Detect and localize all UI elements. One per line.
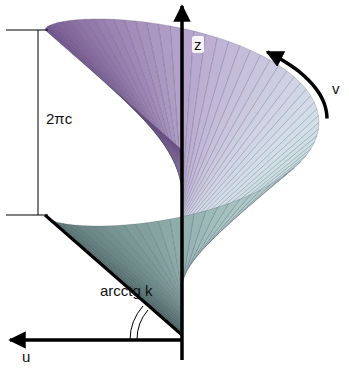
surface-strip (170, 217, 182, 292)
v-direction-arrow (267, 52, 327, 119)
axis-label: z (192, 36, 204, 53)
dimension-line (38, 30, 39, 215)
axis-label: v (330, 80, 342, 97)
surface-strip (45, 215, 182, 335)
surface-strip (182, 214, 194, 289)
angle-label: arcctg k (98, 282, 155, 299)
surface-strip (45, 28, 182, 152)
z-axis (180, 6, 184, 360)
angle-arc (137, 310, 148, 340)
surface-strip (53, 221, 182, 325)
u-axis (10, 338, 182, 342)
axis-label: u (20, 348, 32, 365)
dimension-label: 2πc (44, 110, 74, 127)
angle-arc (130, 306, 143, 340)
generatrix-line (45, 215, 182, 335)
dimension-tick (6, 30, 48, 31)
dimension-tick (6, 215, 48, 216)
surface-strip (46, 27, 182, 155)
axes-layer (6, 6, 327, 360)
